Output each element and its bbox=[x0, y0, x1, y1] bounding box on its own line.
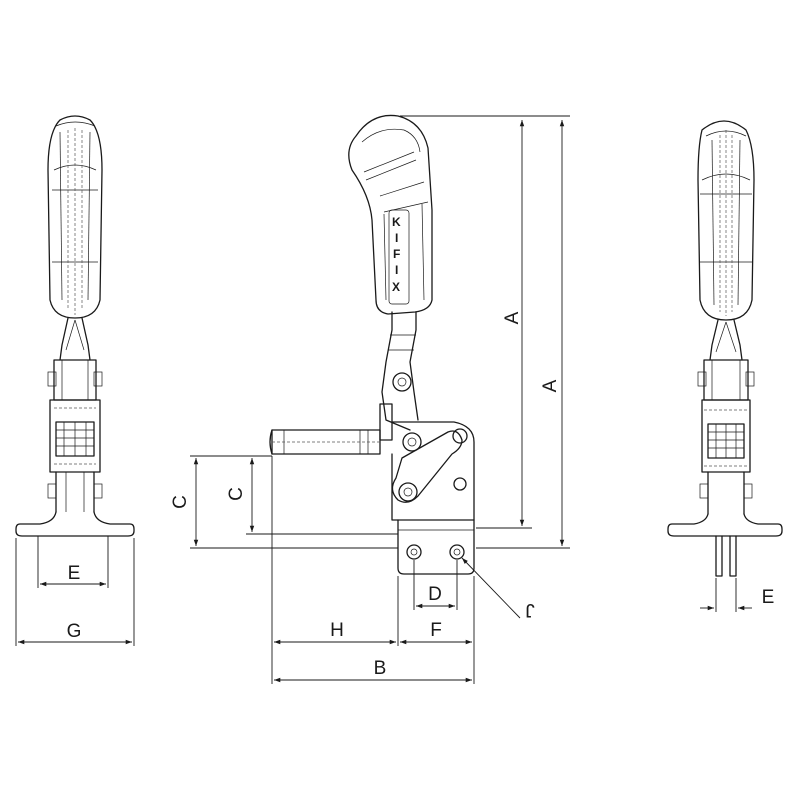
front-view: K I F I X bbox=[269, 114, 475, 575]
brand-letter: X bbox=[392, 280, 400, 294]
dim-label-b: B bbox=[374, 658, 387, 679]
right-side-view bbox=[667, 120, 783, 577]
dim-label-d: D bbox=[428, 584, 442, 605]
brand-letter: I bbox=[395, 263, 398, 277]
brand-letter: K bbox=[392, 215, 401, 229]
dim-label-e-right: E bbox=[762, 587, 775, 608]
dim-label-f: F bbox=[430, 620, 442, 641]
dimension-lines bbox=[15, 115, 752, 684]
brand-letter: F bbox=[393, 247, 400, 261]
brand-letter: I bbox=[395, 231, 398, 245]
dim-label-a-outer: A bbox=[540, 379, 561, 392]
dim-label-c-outer: C bbox=[170, 495, 191, 509]
dimension-labels: A A C C H F B D J E G E bbox=[67, 311, 775, 679]
dim-label-e-left: E bbox=[68, 563, 81, 584]
dim-label-h: H bbox=[330, 620, 344, 641]
dim-label-j: J bbox=[525, 599, 535, 620]
dim-label-c-inner: C bbox=[226, 487, 247, 501]
dim-label-g: G bbox=[67, 621, 82, 642]
left-side-view bbox=[15, 115, 135, 537]
dim-label-a-inner: A bbox=[502, 311, 523, 324]
